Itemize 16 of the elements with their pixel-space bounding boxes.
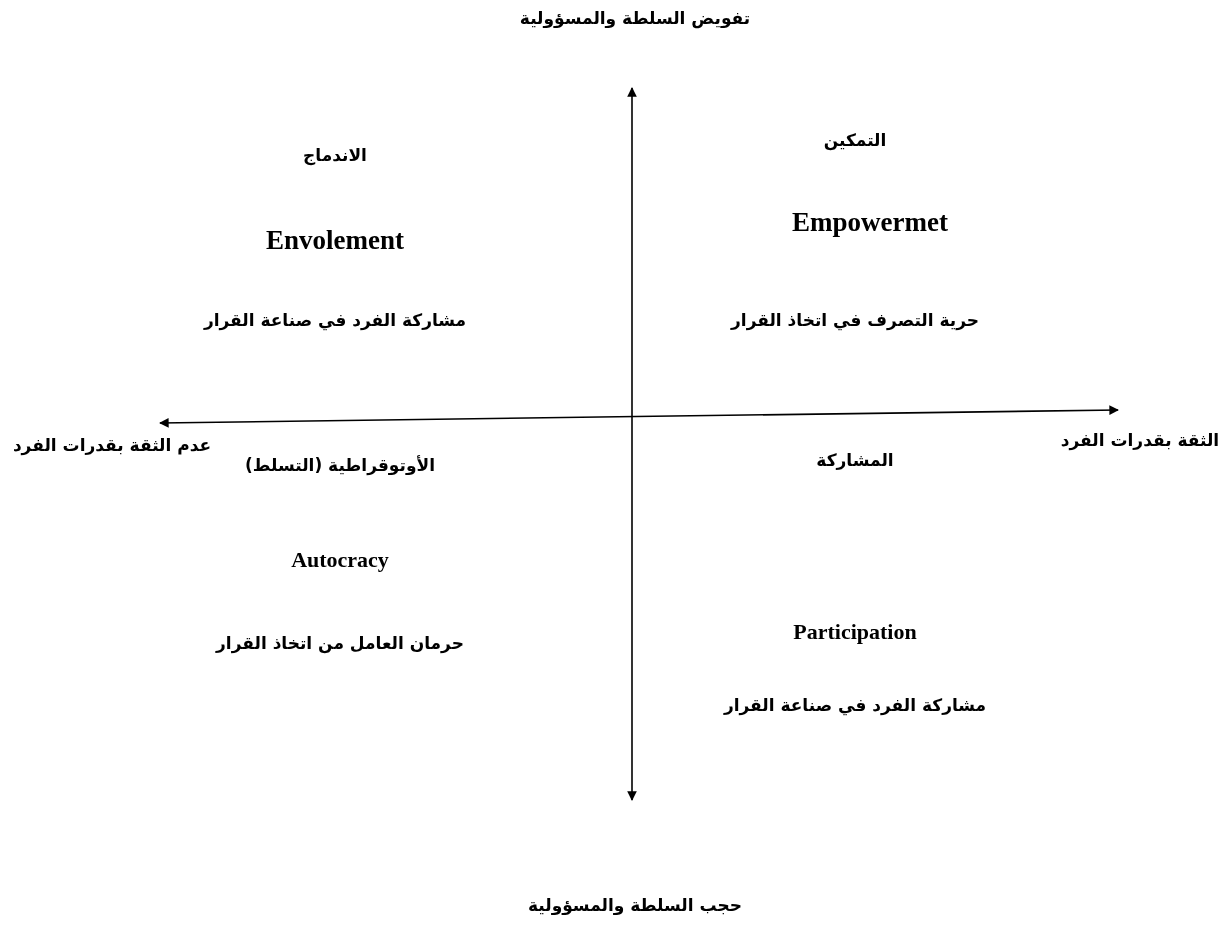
quadrant-term: Empowermet (792, 205, 948, 239)
quadrant-title: التمكين (823, 129, 887, 151)
axis-label: حجب السلطة والمسؤولية (528, 894, 742, 916)
quadrant-term: Envolement (266, 223, 404, 257)
axis-label: تفويض السلطة والمسؤولية (519, 7, 751, 29)
quadrant-term: Autocracy (291, 546, 389, 574)
quadrant-description: مشاركة الفرد في صناعة القرار (723, 694, 987, 716)
quadrant-title: الاندماج (303, 144, 367, 166)
axis-label: عدم الثقة بقدرات الفرد (12, 434, 212, 456)
quadrant-title: المشاركة (816, 449, 894, 471)
quadrant-description: حرمان العامل من اتخاذ القرار (216, 632, 464, 654)
quadrant-term: Participation (793, 618, 917, 646)
quadrant-title: الأوتوقراطية (التسلط) (245, 454, 435, 476)
quadrant-description: حرية التصرف في اتخاذ القرار (731, 309, 979, 331)
axis-label: الثقة بقدرات الفرد (1060, 429, 1220, 451)
quadrant-description: مشاركة الفرد في صناعة القرار (203, 309, 467, 331)
